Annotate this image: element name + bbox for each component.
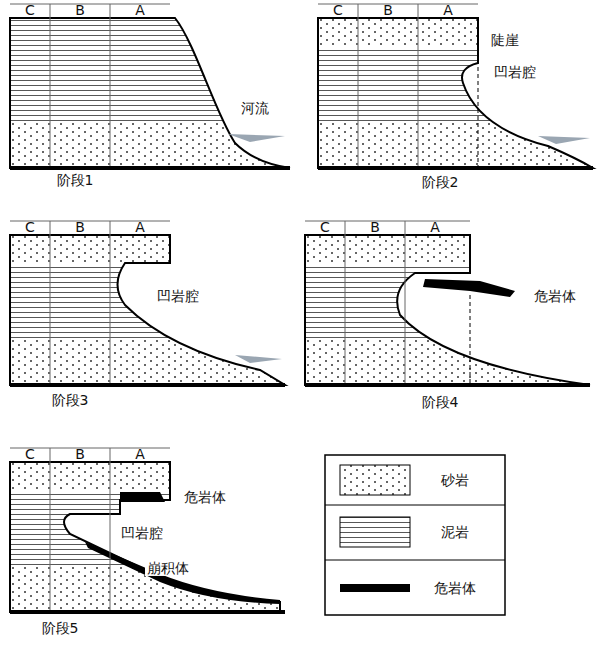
rock-label: 危岩体 [532, 288, 578, 304]
column-label: A [135, 2, 145, 18]
cavity-label: 凹岩腔 [119, 525, 165, 541]
legend-frame [325, 455, 505, 615]
column-label: A [135, 446, 145, 462]
river-label: 河流 [239, 100, 271, 116]
column-label: C [333, 2, 343, 18]
cavity-label: 凹岩腔 [492, 64, 538, 80]
stage-caption: 阶段3 [52, 392, 89, 408]
stage-1-profile [10, 4, 290, 168]
stage-caption: 阶段5 [42, 620, 79, 636]
column-label: C [25, 219, 35, 235]
column-label: A [135, 219, 145, 235]
column-label: C [320, 219, 330, 235]
legend-text: 砂岩 [441, 472, 469, 488]
column-label: B [75, 446, 85, 462]
cliff-label: 陡崖 [489, 32, 521, 48]
stage-4-profile [305, 221, 595, 385]
legend-swatch [340, 465, 410, 495]
column-label: B [75, 2, 85, 18]
legend-text: 泥岩 [441, 524, 469, 540]
legend-swatch [340, 584, 410, 592]
stage-caption: 阶段1 [57, 172, 94, 188]
legend-text: 危岩体 [434, 580, 476, 596]
column-label: B [370, 219, 380, 235]
stage-3-profile [10, 221, 290, 385]
rock-label: 危岩体 [182, 489, 228, 505]
stage-caption: 阶段4 [422, 394, 459, 410]
cavity-label: 凹岩腔 [155, 288, 201, 304]
stage-2-profile [318, 4, 597, 168]
debris-label: 崩积体 [145, 560, 191, 576]
column-label: C [25, 2, 35, 18]
stage-caption: 阶段2 [422, 174, 459, 190]
column-label: C [25, 446, 35, 462]
stage-5-profile [10, 448, 290, 612]
legend-swatch [340, 517, 410, 547]
column-label: A [443, 2, 453, 18]
column-label: B [75, 219, 85, 235]
column-label: A [430, 219, 440, 235]
column-label: B [383, 2, 393, 18]
